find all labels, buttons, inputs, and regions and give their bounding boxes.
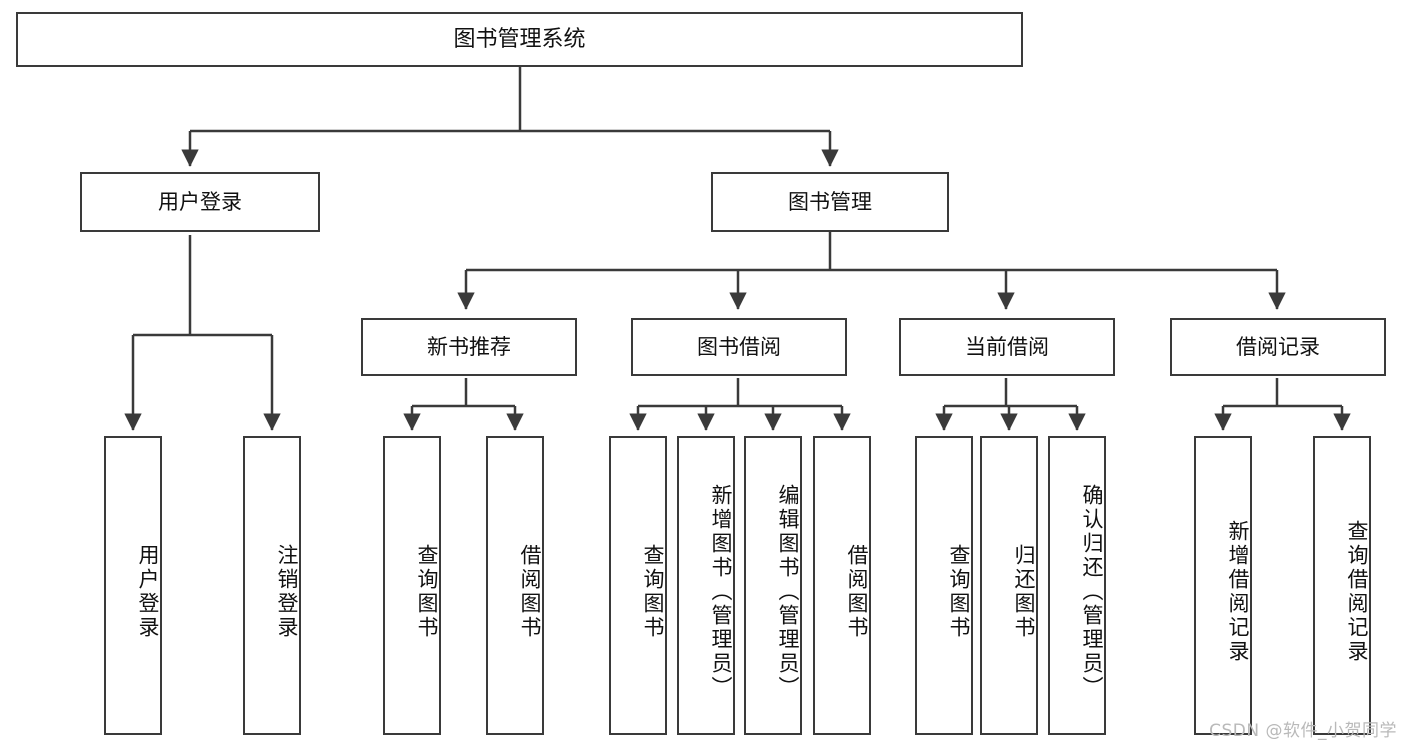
node-book-borrow[interactable]: 图书借阅 [631, 318, 847, 376]
leaf-book-borrow-edit-book-admin[interactable]: 编辑图书（管理员） [744, 436, 802, 735]
node-label: 图书管理 [788, 189, 872, 214]
node-label: 编辑图书（管理员） [776, 483, 800, 700]
node-label: 新增图书（管理员） [709, 483, 733, 700]
leaf-current-borrow-query-book[interactable]: 查询图书 [915, 436, 973, 735]
node-label: 归还图书 [1012, 543, 1036, 640]
node-label: 新书推荐 [427, 334, 511, 359]
node-label: 查询图书 [641, 543, 665, 640]
node-user-login[interactable]: 用户登录 [80, 172, 320, 232]
leaf-borrow-record-add-record[interactable]: 新增借阅记录 [1194, 436, 1252, 735]
node-label: 用户登录 [136, 543, 160, 640]
leaf-book-borrow-add-book-admin[interactable]: 新增图书（管理员） [677, 436, 735, 735]
node-root-book-management-system[interactable]: 图书管理系统 [16, 12, 1023, 67]
node-label: 新增借阅记录 [1226, 519, 1250, 664]
leaf-user-login-login[interactable]: 用户登录 [104, 436, 162, 735]
node-label: 借阅图书 [518, 543, 542, 640]
node-label: 图书借阅 [697, 334, 781, 359]
csdn-watermark: CSDN @软件_小贺同学 [1209, 721, 1397, 741]
node-label: 图书管理系统 [453, 26, 586, 52]
leaf-current-borrow-confirm-return-admin[interactable]: 确认归还（管理员） [1048, 436, 1106, 735]
node-label: 确认归还（管理员） [1080, 483, 1104, 700]
node-label: 当前借阅 [965, 334, 1049, 359]
node-label: 查询借阅记录 [1345, 519, 1369, 664]
leaf-current-borrow-return-book[interactable]: 归还图书 [980, 436, 1038, 735]
node-label: 注销登录 [275, 543, 299, 640]
leaf-new-book-query-book[interactable]: 查询图书 [383, 436, 441, 735]
node-label: 查询图书 [415, 543, 439, 640]
leaf-book-borrow-borrow-book[interactable]: 借阅图书 [813, 436, 871, 735]
node-current-borrow[interactable]: 当前借阅 [899, 318, 1115, 376]
node-new-book-recommend[interactable]: 新书推荐 [361, 318, 577, 376]
node-book-management[interactable]: 图书管理 [711, 172, 949, 232]
leaf-new-book-borrow-book[interactable]: 借阅图书 [486, 436, 544, 735]
node-label: 借阅记录 [1236, 334, 1320, 359]
leaf-borrow-record-query-record[interactable]: 查询借阅记录 [1313, 436, 1371, 735]
node-label: 借阅图书 [845, 543, 869, 640]
node-borrow-record[interactable]: 借阅记录 [1170, 318, 1386, 376]
node-label: 用户登录 [158, 189, 242, 214]
leaf-book-borrow-query-book[interactable]: 查询图书 [609, 436, 667, 735]
node-label: 查询图书 [947, 543, 971, 640]
leaf-user-login-logout[interactable]: 注销登录 [243, 436, 301, 735]
